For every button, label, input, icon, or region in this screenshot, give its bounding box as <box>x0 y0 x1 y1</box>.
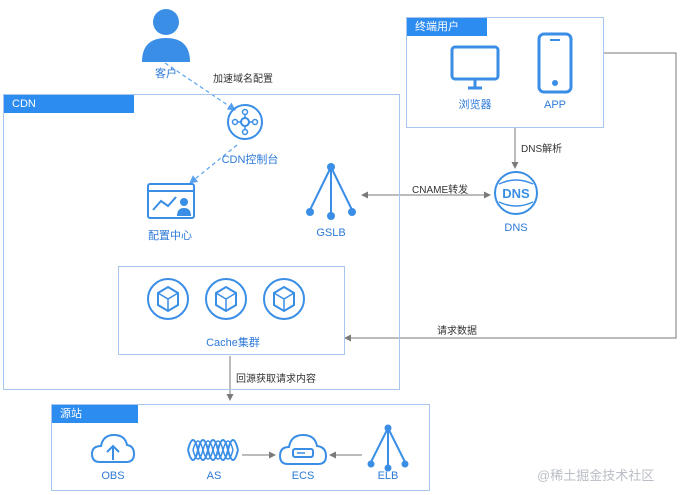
gslb-icon <box>306 163 356 220</box>
ecs-icon <box>278 433 328 465</box>
cache-cluster-label: Cache集群 <box>206 337 260 349</box>
elb-icon <box>367 424 409 472</box>
obs-icon <box>90 433 136 463</box>
origin-title: 源站 <box>52 405 138 423</box>
origin-panel: 源站 <box>51 404 430 491</box>
dns-resolve-label: DNS解析 <box>521 144 563 155</box>
as-label: AS <box>206 470 222 482</box>
elb-label: ELB <box>377 470 399 482</box>
cache-cluster-box <box>118 266 345 355</box>
customer-icon <box>142 9 190 62</box>
dns-icon: DNS <box>494 171 538 215</box>
watermark-text: @稀土掘金技术社区 <box>537 468 655 483</box>
dns-label: DNS <box>504 222 528 234</box>
config-center-label: 配置中心 <box>148 230 192 242</box>
back-to-origin-label: 回源获取请求内容 <box>236 374 316 385</box>
cdn-title: CDN <box>4 95 134 113</box>
as-icon <box>187 439 239 461</box>
ecs-label: ECS <box>291 470 315 482</box>
cache-node-icon <box>263 278 305 320</box>
customer-label: 客户 <box>155 68 177 80</box>
cdn-console-icon <box>227 104 263 140</box>
cname-forward-label: CNAME转发 <box>412 185 469 196</box>
end-user-title: 终端用户 <box>407 18 487 36</box>
accelerate-config-label: 加速域名配置 <box>213 74 273 85</box>
request-data-label: 请求数据 <box>437 326 477 337</box>
cdn-panel: CDN <box>3 94 400 390</box>
cdn-console-label: CDN控制台 <box>221 154 279 166</box>
config-center-icon <box>147 183 195 219</box>
app-icon <box>537 32 573 94</box>
browser-icon <box>450 45 500 90</box>
obs-label: OBS <box>101 470 125 482</box>
app-label: APP <box>543 99 566 111</box>
cache-node-icon <box>147 278 189 320</box>
edge-request-data <box>344 52 677 342</box>
edge-customer-console <box>164 62 236 111</box>
svg-text:DNS: DNS <box>502 186 530 201</box>
end-user-panel: 终端用户 <box>406 17 604 128</box>
edge-console-config <box>189 144 238 184</box>
cache-node-icon <box>205 278 247 320</box>
gslb-label: GSLB <box>316 227 346 239</box>
browser-label: 浏览器 <box>458 99 492 111</box>
